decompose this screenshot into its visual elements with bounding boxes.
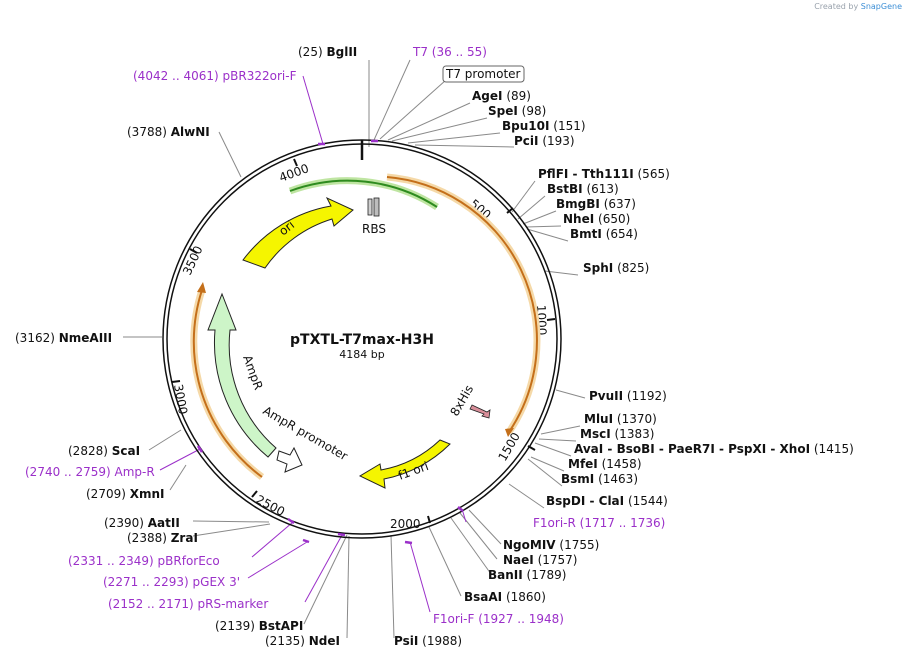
primer-pbr322ori-f: (4042 .. 4061) pBR322ori-F — [133, 69, 297, 83]
tick-marks — [171, 158, 556, 524]
credit-prefix: Created by — [814, 2, 859, 11]
site-bsmi: BsmI (1463) — [561, 472, 638, 486]
primer-t7: T7 (36 .. 55) — [412, 45, 487, 59]
primer-f1ori-f: F1ori-F (1927 .. 1948) — [433, 612, 564, 626]
primer-f1ori-r: F1ori-R (1717 .. 1736) — [533, 516, 665, 530]
ampr-label: AmpR — [240, 353, 265, 391]
primer-pgex3: (2271 .. 2293) pGEX 3' — [103, 575, 240, 589]
site-pvuii: PvuII (1192) — [589, 389, 667, 403]
site-bstapi: (2139) BstAPI — [215, 619, 303, 633]
site-psii: PsiI (1988) — [394, 634, 462, 648]
site-aatii: (2390) AatII — [104, 516, 180, 530]
f1ori-label: f1 ori — [396, 459, 430, 483]
f1ori-arrow — [358, 439, 451, 489]
plasmid-length: 4184 bp — [339, 348, 384, 361]
ampr-promoter-label: AmpR promoter — [261, 403, 351, 463]
site-ndei: (2135) NdeI — [265, 634, 340, 648]
his-tag-label: 8xHis — [447, 383, 476, 419]
primer-amp-r: (2740 .. 2759) Amp-R — [25, 465, 155, 479]
site-alwni: (3788) AlwNI — [127, 125, 210, 139]
site-spei: SpeI (98) — [488, 104, 546, 118]
site-agei: AgeI (89) — [472, 89, 531, 103]
primer-marks — [196, 139, 464, 545]
his-tag-arrow — [469, 404, 491, 419]
site-scai: (2828) ScaI — [68, 444, 140, 458]
site-bmgbi: BmgBI (637) — [556, 197, 636, 211]
site-bsaai: BsaAI (1860) — [464, 590, 546, 604]
site-nmeaiii: (3162) NmeAIII — [15, 331, 112, 345]
rbs-feature — [367, 197, 380, 217]
feature-arc-right — [386, 176, 538, 433]
feature-arc-left — [192, 289, 263, 478]
site-bstbi: BstBI (613) — [547, 182, 619, 196]
green-arc — [289, 179, 438, 208]
plasmid-name: pTXTL-T7max-H3H — [290, 332, 434, 348]
tick-3000: 3000 — [171, 383, 190, 416]
snapgene-logo: SnapGene — [860, 2, 902, 11]
ampr-arrow — [207, 292, 277, 458]
site-mfei: MfeI (1458) — [568, 457, 642, 471]
feature-arc-left-arrowhead — [197, 282, 206, 293]
site-sphi: SphI (825) — [583, 261, 649, 275]
ampr-promoter-arrow — [276, 446, 303, 473]
site-avai-xhoi: AvaI - BsoBI - PaeR7I - PspXI - XhoI (14… — [574, 442, 854, 456]
site-nhei: NheI (650) — [563, 212, 630, 226]
site-bmti: BmtI (654) — [570, 227, 638, 241]
credit-text: Created by SnapGene — [814, 2, 902, 11]
tick-2000: 2000 — [390, 517, 421, 531]
restriction-sites: (25) BglII AgeI (89) SpeI (98) Bpu10I (1… — [15, 45, 854, 648]
primer-labels: T7 (36 .. 55) (4042 .. 4061) pBR322ori-F… — [25, 45, 665, 626]
rbs-label: RBS — [362, 222, 386, 236]
site-bspdi-clai: BspDI - ClaI (1544) — [546, 494, 668, 508]
t7-promoter-box — [442, 65, 525, 83]
connector-lines — [123, 59, 586, 639]
site-bpu10i: Bpu10I (151) — [502, 119, 586, 133]
ori-arrow — [242, 196, 354, 269]
site-mlui: MluI (1370) — [584, 412, 657, 426]
site-banii: BanII (1789) — [488, 568, 566, 582]
primer-pbrforeco: (2331 .. 2349) pBRforEco — [68, 554, 220, 568]
t7-promoter-label: T7 promoter — [445, 67, 521, 81]
site-pflfi-tth111i: PflFI - Tth111I (565) — [538, 167, 670, 181]
site-zrai: (2388) ZraI — [127, 531, 198, 545]
primer-prs-marker: (2152 .. 2171) pRS-marker — [108, 597, 268, 611]
site-bglii: (25) BglII — [298, 45, 357, 59]
site-xmni: (2709) XmnI — [86, 487, 165, 501]
feature-arc-right-arrowhead — [505, 428, 514, 437]
site-msci: MscI (1383) — [580, 427, 654, 441]
tick-4000: 4000 — [277, 161, 310, 185]
site-pcii: PciI (193) — [514, 134, 575, 148]
site-ngomiv: NgoMIV (1755) — [503, 538, 599, 552]
site-naei: NaeI (1757) — [503, 553, 577, 567]
